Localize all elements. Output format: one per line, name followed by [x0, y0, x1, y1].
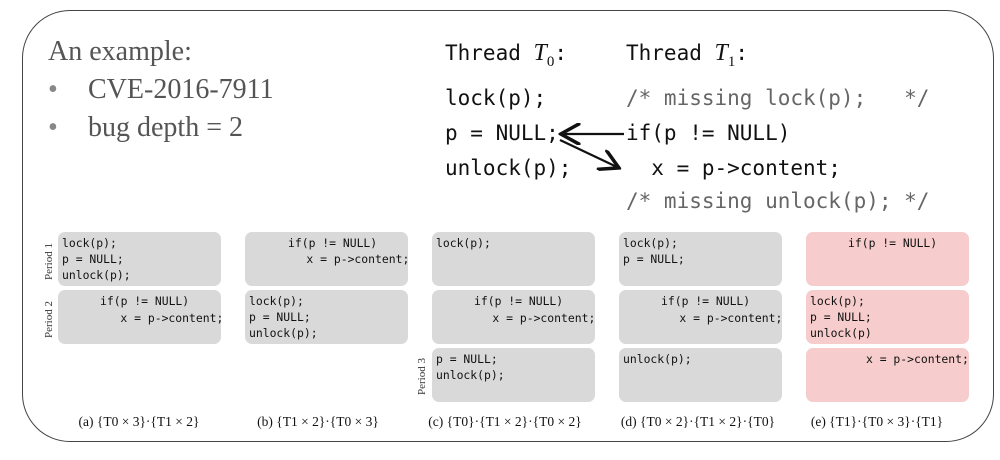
thread0-header: Thread T0:: [445, 40, 568, 70]
schedule-e-period3-box: [806, 348, 969, 402]
schedule-c-period2-box: [432, 290, 595, 344]
schedule-a-period1-box: [58, 232, 221, 286]
sched-c-b1-l0: lock(p);: [436, 236, 491, 250]
sched-d-b1-l0: lock(p);: [623, 236, 678, 250]
caption-d: (d) {T0 × 2}·{T1 × 2}·{T0}: [620, 414, 776, 429]
period-1-label: Period 1: [43, 243, 55, 280]
period-3-label: Period 3: [416, 358, 428, 395]
rounded-frame: [22, 10, 994, 442]
schedule-b-period1-box: [245, 232, 408, 286]
t1-line-missing-lock: /* missing lock(p); */: [626, 86, 930, 110]
caption-a: (a) {T0 × 3}·{T1 × 2}: [78, 414, 200, 429]
sched-a-b1-l2: unlock(p);: [62, 268, 131, 282]
t1-line-deref: x = p->content;: [626, 156, 841, 180]
bullet-cve: • CVE-2016-7911: [48, 74, 274, 106]
thread1-name: T1: [714, 40, 736, 70]
sched-c-b2-l1: x = p->content;: [465, 311, 596, 325]
sched-b-b2-l2: unlock(p);: [249, 326, 318, 340]
t1-line-if: if(p != NULL): [626, 121, 791, 145]
caption-b: (b) {T1 × 2}·{T0 × 3}: [257, 414, 379, 429]
sched-e-b2-l0: lock(p);: [810, 294, 865, 308]
sched-a-b2-l0: if(p != NULL): [100, 294, 190, 308]
bullet-dot-icon: •: [48, 74, 58, 105]
sched-d-b1-l1: p = NULL;: [623, 252, 685, 266]
sched-d-b2-l1: x = p->content;: [652, 311, 783, 325]
thread1-header: Thread T1:: [626, 40, 749, 70]
caption-c: (c) {T0}·{T1 × 2}·{T0 × 2}: [428, 414, 582, 429]
t0-line-null: p = NULL;: [445, 121, 559, 145]
sched-b-b1-l0: if(p != NULL): [288, 236, 378, 250]
sched-c-b3-l0: p = NULL;: [436, 352, 498, 366]
sched-a-b1-l0: lock(p);: [62, 236, 117, 250]
schedule-d-period1-box: [619, 232, 782, 286]
schedule-b-period2-box: [245, 290, 408, 344]
schedule-a-period2-box: [58, 290, 221, 344]
sched-e-b2-l1: p = NULL;: [810, 310, 872, 324]
sched-e-b1-l0: if(p != NULL): [848, 236, 938, 250]
sched-b-b2-l0: lock(p);: [249, 294, 304, 308]
t1-line-missing-unlock: /* missing unlock(p); */: [626, 189, 930, 213]
bullet-text: bug depth = 2: [88, 112, 243, 143]
schedule-d-period3-box: [619, 348, 782, 402]
caption-e: (e) {T1}·{T0 × 3}·{T1}: [810, 414, 944, 429]
sched-a-b2-l1: x = p->content;: [93, 311, 224, 325]
sched-e-b3-l0: x = p->content;: [866, 352, 969, 366]
bullet-text: CVE-2016-7911: [88, 74, 274, 105]
schedule-c-period3-box: [432, 348, 595, 402]
period-2-label: Period 2: [43, 301, 55, 338]
sched-a-b1-l1: p = NULL;: [62, 252, 124, 266]
sched-c-b3-l1: unlock(p);: [436, 368, 505, 382]
thread0-name: T0: [533, 40, 555, 70]
schedule-e-period1-box: [806, 232, 969, 286]
schedule-d-period2-box: [619, 290, 782, 344]
sched-c-b2-l0: if(p != NULL): [474, 294, 564, 308]
bullet-dot-icon: •: [48, 112, 58, 143]
sched-b-b2-l1: p = NULL;: [249, 310, 311, 324]
sched-d-b3-l0: unlock(p);: [623, 352, 692, 366]
schedule-e-period2-box: [806, 290, 969, 344]
arrow-down: [559, 139, 617, 167]
schedule-c-period1-box: [432, 232, 595, 286]
sched-b-b1-l1: x = p->content;: [279, 252, 410, 266]
sched-e-b2-l2: unlock(p): [810, 326, 872, 340]
sched-d-b2-l0: if(p != NULL): [661, 294, 751, 308]
t0-line-unlock: unlock(p);: [445, 156, 572, 180]
example-title: An example:: [48, 36, 192, 67]
t0-line-lock: lock(p);: [445, 86, 547, 110]
bullet-depth: • bug depth = 2: [48, 112, 243, 144]
